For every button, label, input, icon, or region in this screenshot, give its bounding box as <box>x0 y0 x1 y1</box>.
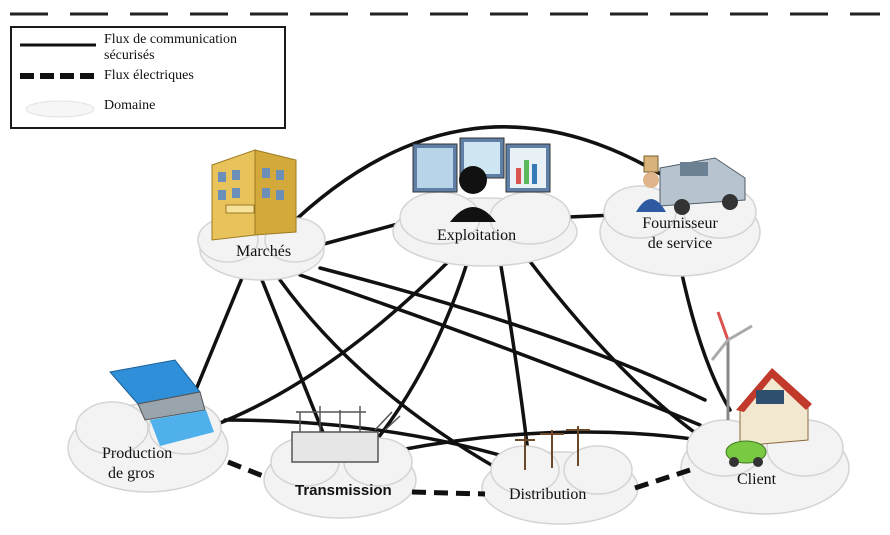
node-label-distribution: Distribution <box>509 486 587 503</box>
link-transmission-client <box>398 430 702 452</box>
electric-transmission-distribution <box>411 489 486 497</box>
secure-flow-lines <box>193 125 732 472</box>
substation-icon <box>291 406 401 463</box>
node-label-fournisseur-2: de service <box>647 235 713 252</box>
node-label-transmission: Transmission <box>295 482 392 499</box>
legend-secure-flow-label: Flux de communication sécurisés <box>104 32 237 63</box>
node-label-client: Client <box>737 471 777 488</box>
legend-cloud-icon <box>25 100 95 118</box>
cloud-exploitation <box>392 191 578 267</box>
house-windturbine-icon <box>710 311 812 467</box>
link-exploitation-client <box>523 253 707 442</box>
legend-dashed-line <box>20 73 100 79</box>
node-label-fournisseur-1: Fournisseur <box>642 215 718 232</box>
market-building-icon <box>211 149 297 241</box>
node-label-production-1: Production <box>102 445 173 462</box>
electric-distribution-client <box>634 467 691 491</box>
node-label-exploitation: Exploitation <box>437 227 517 244</box>
node-label-production-2: de gros <box>108 465 155 482</box>
link-marches-client-2 <box>318 266 707 402</box>
legend-domain-label: Domaine <box>104 98 156 113</box>
link-marches-transmission <box>260 278 332 452</box>
link-fournisseur-client <box>678 263 732 412</box>
link-marches-production <box>193 276 244 394</box>
legend-solid-line <box>20 43 96 47</box>
electric-production-transmission <box>227 459 269 481</box>
legend: Flux de communication sécurisés Flux éle… <box>10 26 286 129</box>
link-marches-distribution <box>278 278 502 472</box>
legend-electric-flow-label: Flux électriques <box>104 68 194 83</box>
link-marches-client <box>298 273 702 427</box>
link-exploitation-production <box>213 256 454 427</box>
electric-flow-lines <box>227 459 691 497</box>
node-label-marches: Marchés <box>236 243 292 260</box>
service-provider-icon <box>636 155 746 215</box>
link-production-distribution <box>223 418 512 460</box>
control-room-icon <box>412 137 551 222</box>
power-pole-icon <box>515 426 590 470</box>
hydro-dam-icon <box>109 359 214 446</box>
link-marches-fournisseur <box>283 125 702 232</box>
